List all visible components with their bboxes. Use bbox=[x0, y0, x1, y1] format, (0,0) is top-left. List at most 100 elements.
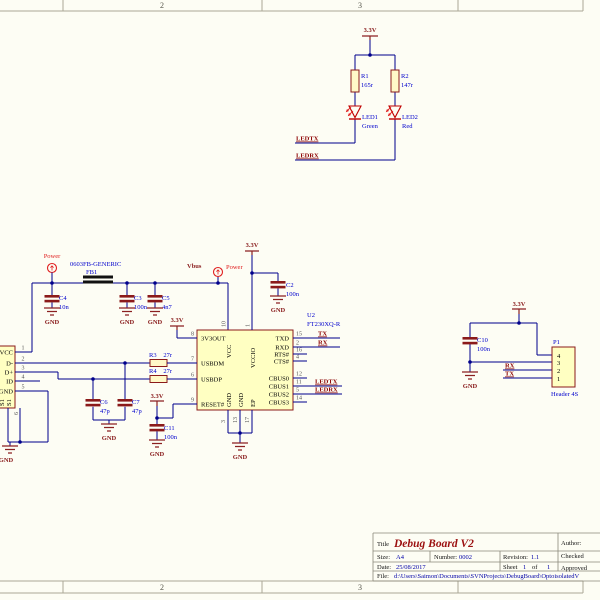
u2-pin-number: 4 bbox=[296, 355, 299, 361]
capacitor-c11[interactable] bbox=[149, 424, 165, 432]
revision-value: 1.1 bbox=[531, 554, 539, 561]
number-value: 0002 bbox=[459, 554, 472, 561]
header-p1-body[interactable] bbox=[551, 346, 576, 388]
usb-pin-number: 2 bbox=[22, 357, 25, 363]
c7-value: 47p bbox=[132, 408, 142, 415]
usb-pin-number: 5 bbox=[22, 385, 25, 391]
p1-pin-number: 1 bbox=[557, 376, 560, 383]
gnd-label: GND bbox=[148, 319, 163, 326]
reset-rc-network[interactable]: 3.3V C11 100n GND bbox=[148, 393, 185, 458]
gnd-label: GND bbox=[45, 319, 60, 326]
c10-value: 100n bbox=[477, 346, 491, 353]
usb-series-network[interactable]: R3 27r R4 27r C6 47p C7 47p GND bbox=[85, 352, 186, 442]
led1-symbol[interactable] bbox=[345, 105, 362, 120]
c11-designator: C11 bbox=[164, 425, 175, 432]
capacitor-c4[interactable] bbox=[44, 295, 60, 303]
gnd-label: GND bbox=[120, 319, 135, 326]
u2-pin-number: 12 bbox=[296, 372, 302, 378]
u2-pin-number: 1 bbox=[246, 324, 252, 327]
power-net-label-3v3: 3.3V bbox=[151, 393, 164, 400]
fb1-type: 0603FB-GENERIC bbox=[70, 261, 121, 268]
p1-designator: P1 bbox=[553, 339, 560, 346]
u2-pin-cbus2: CBUS2 bbox=[269, 392, 289, 399]
resistor-r1[interactable] bbox=[350, 69, 360, 93]
led1-color: Green bbox=[362, 123, 379, 130]
size-value: A4 bbox=[396, 554, 405, 561]
c5-designator: C5 bbox=[162, 295, 170, 302]
capacitor-c5[interactable] bbox=[147, 295, 163, 303]
u2-pin-number: 15 bbox=[296, 332, 302, 338]
u2-pin-number: 6 bbox=[191, 373, 194, 379]
led2-color: Red bbox=[402, 123, 413, 130]
gnd-symbol bbox=[43, 307, 61, 316]
p1-pin-number: 2 bbox=[557, 368, 560, 375]
u2-body[interactable] bbox=[196, 329, 294, 411]
u2-pin-gnd: GND bbox=[238, 393, 245, 407]
approved-label: Approved bbox=[561, 565, 588, 572]
u2-pin-number: 2 bbox=[296, 341, 299, 347]
usb-pin-vcc: VCC bbox=[0, 350, 13, 357]
header-p1-circuit[interactable]: 3.3V C10 100n GND RX TX P1 Header 4S 4 3… bbox=[461, 301, 579, 398]
net-label-tx: TX bbox=[505, 371, 514, 378]
u2-pin-cts: CTS# bbox=[274, 359, 290, 366]
capacitor-c7[interactable] bbox=[117, 399, 133, 407]
document-title: Debug Board V2 bbox=[393, 538, 474, 550]
date-label: Date: bbox=[377, 564, 391, 571]
gnd-symbol bbox=[118, 307, 136, 316]
usb-pin-number: 1 bbox=[22, 346, 25, 352]
u2-pin-usbdm: USBDM bbox=[201, 361, 224, 368]
usb-pin-gnd: GND bbox=[0, 389, 13, 396]
r2-value: 147r bbox=[401, 82, 414, 89]
gnd-symbol bbox=[269, 295, 287, 304]
usb-pin-number: 3 bbox=[22, 366, 25, 372]
resistor-r3[interactable] bbox=[149, 359, 168, 367]
led-indicator-circuit[interactable]: 3.3V R1 165r R2 147r LED1 Green LED2 Red… bbox=[295, 27, 418, 161]
led2-symbol[interactable] bbox=[385, 105, 402, 120]
u2-pin-number: 3 bbox=[221, 420, 227, 423]
usb-shield-pin: S1 bbox=[6, 399, 13, 406]
usb-shield-pin: S1 bbox=[0, 399, 6, 406]
power-bar-icon bbox=[245, 250, 259, 255]
c2-designator: C2 bbox=[286, 282, 294, 289]
usb-shield-pin-number: 6 bbox=[14, 412, 20, 415]
zone-label: 3 bbox=[358, 583, 362, 592]
power-input-rail[interactable]: Power 0603FB-GENERIC FB1 C4 10n GND C3 1… bbox=[31, 253, 229, 352]
r2-designator: R2 bbox=[401, 73, 409, 80]
u2-pin-number: 11 bbox=[296, 380, 302, 386]
u2-pin-number: 14 bbox=[296, 396, 302, 402]
gnd-label: GND bbox=[463, 383, 478, 390]
u2-pin-reset: RESET# bbox=[201, 402, 225, 409]
usb-connector[interactable]: VCC D- D+ ID GND 1 2 3 4 5 S1 S1 6 GND bbox=[0, 345, 150, 465]
capacitor-c3[interactable] bbox=[119, 295, 135, 303]
u2-pin-ep: EP bbox=[250, 399, 257, 407]
c2-value: 100n bbox=[286, 291, 300, 298]
bottom-ruler: 2 3 bbox=[0, 580, 584, 594]
capacitor-c6[interactable] bbox=[85, 399, 101, 407]
sheet-number: 1 bbox=[523, 564, 526, 571]
net-label-ledrx: LEDRX bbox=[296, 153, 319, 160]
usb-connector-body[interactable] bbox=[0, 345, 16, 409]
led1-designator: LED1 bbox=[362, 114, 378, 121]
ferrite-bead-fb1[interactable] bbox=[83, 275, 113, 284]
power-bar-icon bbox=[512, 308, 526, 314]
net-label-rx: RX bbox=[318, 340, 328, 347]
resistor-r4[interactable] bbox=[149, 375, 168, 383]
power-net-label-3v3: 3.3V bbox=[246, 242, 259, 249]
sheet-of-label: of bbox=[532, 564, 538, 571]
revision-label: Revision: bbox=[503, 554, 528, 561]
u2-pin-number: 7 bbox=[191, 357, 194, 363]
power-net-label-3v3: 3.3V bbox=[513, 301, 526, 308]
resistor-r2[interactable] bbox=[390, 69, 400, 93]
p1-pin-number: 3 bbox=[557, 360, 560, 367]
file-path: d:\Users\Saimon\Documents\SVNProjects\De… bbox=[394, 573, 580, 580]
capacitor-c10[interactable] bbox=[462, 337, 478, 345]
u2-pin-number: 17 bbox=[245, 417, 251, 423]
c4-designator: C4 bbox=[59, 295, 67, 302]
ic-u2-ft230xq[interactable]: U2 FT230XQ-R 3V3OUT USBDM USBDP RESET# 8… bbox=[185, 242, 342, 461]
v3v3out-tap[interactable]: 3.3V bbox=[170, 317, 185, 339]
c3-value: 100n bbox=[134, 304, 148, 311]
net-label-tx: TX bbox=[318, 331, 327, 338]
capacitor-c2[interactable] bbox=[270, 281, 286, 289]
